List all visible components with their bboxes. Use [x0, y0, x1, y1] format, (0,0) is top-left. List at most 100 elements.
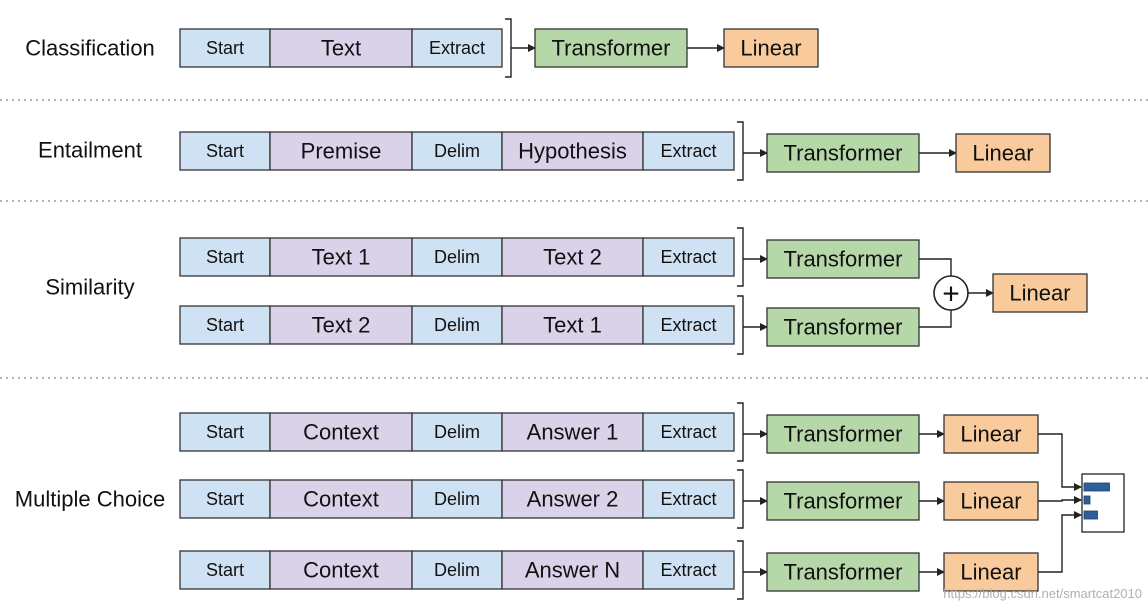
- linear-label: Linear: [960, 560, 1021, 585]
- segment-label: Extract: [660, 247, 716, 267]
- linear-block: [955, 133, 1051, 173]
- segment-label: Answer 2: [527, 487, 619, 512]
- token-segment: [642, 412, 735, 452]
- transformer-label: Transformer: [784, 422, 903, 447]
- segment-label: Extract: [660, 489, 716, 509]
- linear-label: Linear: [1009, 281, 1070, 306]
- bracket: [737, 540, 744, 600]
- token-segment: [179, 131, 271, 171]
- linear-label: Linear: [740, 36, 801, 61]
- segment-label: Start: [206, 38, 244, 58]
- segment-label: Context: [303, 420, 379, 445]
- transformer-label: Transformer: [784, 560, 903, 585]
- transformer-label: Transformer: [552, 36, 671, 61]
- transformer-label: Transformer: [784, 141, 903, 166]
- segment-label: Text 2: [543, 245, 602, 270]
- bracket: [737, 402, 744, 462]
- segment-label: Start: [206, 315, 244, 335]
- linear-block: [943, 552, 1039, 592]
- segment-label: Text 1: [543, 313, 602, 338]
- segment-label: Start: [206, 141, 244, 161]
- bracket: [737, 227, 744, 287]
- token-segment: [642, 237, 735, 277]
- segment-label: Start: [206, 247, 244, 267]
- linear-label: Linear: [960, 422, 1021, 447]
- linear-block: [992, 273, 1088, 313]
- text-segment: [269, 412, 413, 452]
- linear-label: Linear: [972, 141, 1033, 166]
- bracket: [737, 469, 744, 529]
- segment-label: Extract: [660, 422, 716, 442]
- linear-block: [943, 481, 1039, 521]
- segment-label: Text: [321, 36, 361, 61]
- token-segment: [179, 550, 271, 590]
- softmax-bar: [1083, 510, 1098, 520]
- segment-label: Delim: [434, 560, 480, 580]
- transformer-block: [766, 481, 920, 521]
- linear-block: [723, 28, 819, 68]
- token-segment: [642, 479, 735, 519]
- watermark: https://blog.csdn.net/smartcat2010: [943, 586, 1142, 601]
- transformer-block: [766, 552, 920, 592]
- segment-label: Extract: [429, 38, 485, 58]
- connector-line: [1038, 511, 1082, 573]
- text-segment: [501, 412, 644, 452]
- text-segment: [269, 131, 413, 171]
- segment-label: Delim: [434, 315, 480, 335]
- segment-label: Text 1: [312, 245, 371, 270]
- linear-block: [943, 414, 1039, 454]
- task-label: Similarity: [45, 275, 134, 300]
- plus-icon: +: [942, 278, 960, 311]
- softmax-bar: [1083, 482, 1110, 492]
- connector-line: [919, 310, 952, 328]
- token-segment: [642, 131, 735, 171]
- segment-label: Context: [303, 487, 379, 512]
- transformer-label: Transformer: [784, 315, 903, 340]
- segment-label: Extract: [660, 560, 716, 580]
- segment-label: Premise: [301, 139, 382, 164]
- bracket: [737, 121, 744, 181]
- segment-label: Delim: [434, 141, 480, 161]
- token-segment: [411, 550, 503, 590]
- task-label: Entailment: [38, 138, 142, 163]
- transformer-block: [766, 133, 920, 173]
- bracket: [505, 18, 512, 78]
- segment-label: Answer 1: [527, 420, 619, 445]
- text-segment: [501, 550, 644, 590]
- token-segment: [411, 479, 503, 519]
- text-segment: [501, 305, 644, 345]
- token-segment: [642, 550, 735, 590]
- transformer-block: [766, 239, 920, 279]
- text-segment: [269, 479, 413, 519]
- token-segment: [411, 305, 503, 345]
- segment-label: Delim: [434, 422, 480, 442]
- text-segment: [269, 305, 413, 345]
- connector-line: [1038, 433, 1082, 491]
- segment-label: Start: [206, 422, 244, 442]
- text-segment: [269, 237, 413, 277]
- transformer-label: Transformer: [784, 247, 903, 272]
- task-label: Classification: [25, 36, 155, 61]
- segment-label: Hypothesis: [518, 139, 627, 164]
- softmax-bar: [1083, 495, 1091, 505]
- token-segment: [411, 131, 503, 171]
- text-segment: [501, 479, 644, 519]
- connector-line: [919, 258, 952, 276]
- token-segment: [411, 412, 503, 452]
- text-segment: [269, 28, 413, 68]
- segment-label: Text 2: [312, 313, 371, 338]
- linear-label: Linear: [960, 489, 1021, 514]
- token-segment: [179, 305, 271, 345]
- segment-label: Start: [206, 489, 244, 509]
- segment-label: Context: [303, 558, 379, 583]
- segment-label: Start: [206, 560, 244, 580]
- token-segment: [411, 28, 503, 68]
- segment-label: Extract: [660, 315, 716, 335]
- transformer-block: [766, 414, 920, 454]
- bracket: [737, 295, 744, 355]
- token-segment: [179, 28, 271, 68]
- task-label: Multiple Choice: [15, 487, 165, 512]
- text-segment: [501, 131, 644, 171]
